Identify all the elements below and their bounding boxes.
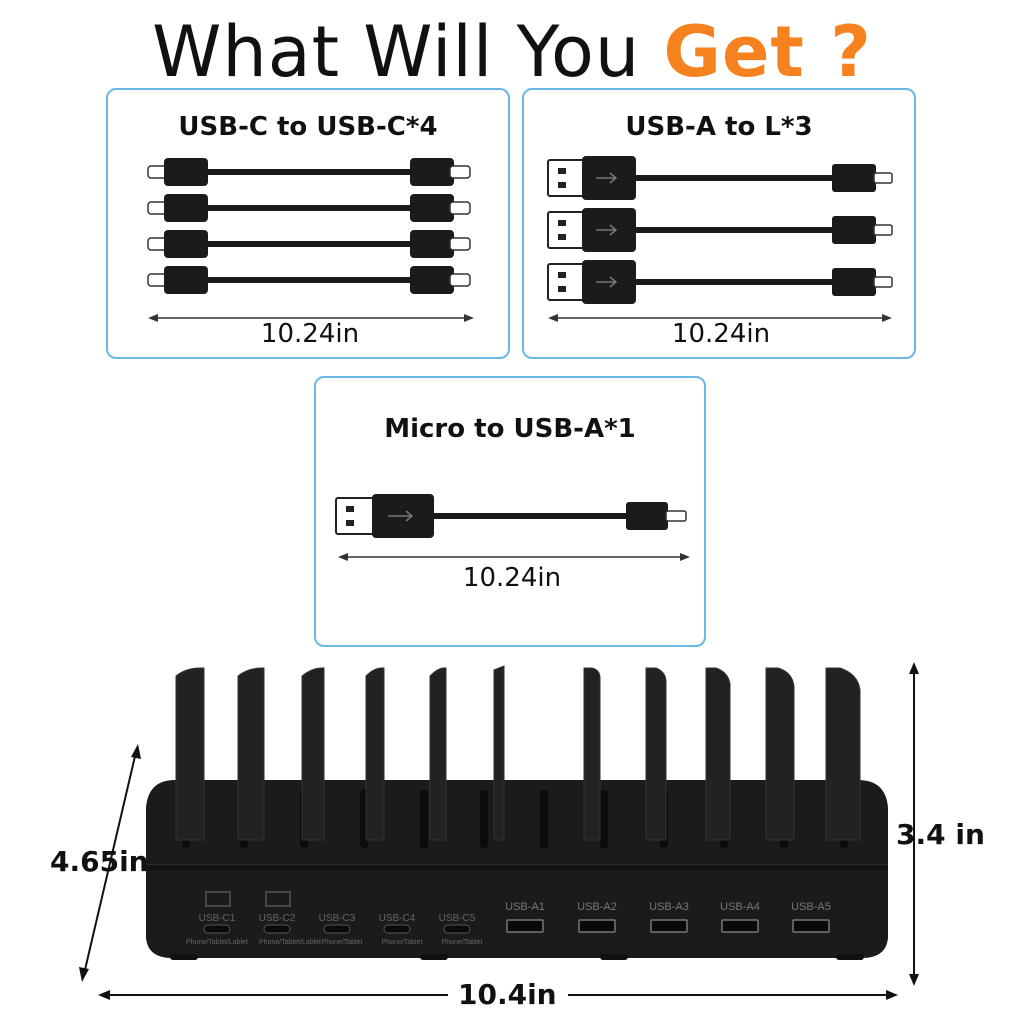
usbc-ports: USB-C1 USB-C2 USB-C3 USB-C4 USB-C5 Phone… xyxy=(186,891,483,946)
depth-label: 4.65in xyxy=(50,845,149,878)
charging-station-illustration: USB-C1 USB-C2 USB-C3 USB-C4 USB-C5 Phone… xyxy=(79,662,919,1000)
port-sublabel: Phone/Tablet xyxy=(442,939,483,946)
page-title: What Will You Get ? xyxy=(0,12,1024,92)
usba-lightning-cable xyxy=(547,208,893,252)
usbc-cable xyxy=(147,266,471,294)
card-micro-to-usba: Micro to USB-A*1 10.24in xyxy=(314,376,706,647)
cable-length: 10.24in xyxy=(671,319,771,349)
divider-plates xyxy=(175,665,861,841)
usba-lightning-cables-illustration xyxy=(547,156,893,322)
laptop-icon xyxy=(265,891,291,907)
title-accent: Get ? xyxy=(663,11,872,93)
length-arrow xyxy=(148,314,474,322)
port-sublabel: Phone/Tablet/Lablet xyxy=(259,939,321,946)
card-title: Micro to USB-A*1 xyxy=(384,414,636,444)
port-sublabel: Phone/Tablet xyxy=(322,939,363,946)
usbc-cable xyxy=(147,158,471,186)
usbc-cable xyxy=(147,230,471,258)
port-label: USB-C1 xyxy=(199,913,236,924)
dimension-arrows xyxy=(79,662,919,1000)
card-title: USB-C to USB-C*4 xyxy=(178,112,438,142)
port-label: USB-A4 xyxy=(720,901,760,913)
height-label: 3.4 in xyxy=(896,818,985,851)
port-label: USB-C5 xyxy=(439,913,476,924)
port-label: USB-A1 xyxy=(505,901,545,913)
length-arrow xyxy=(338,553,690,561)
usba-lightning-cable xyxy=(547,156,893,200)
port-label: USB-C2 xyxy=(259,913,296,924)
title-prefix: What Will You xyxy=(152,11,664,93)
cable-length: 10.24in xyxy=(260,319,360,349)
width-label: 10.4in xyxy=(458,978,557,1011)
usbc-cable xyxy=(147,194,471,222)
station-feet xyxy=(170,954,864,960)
cable-length: 10.24in xyxy=(462,563,562,593)
port-label: USB-C4 xyxy=(379,913,416,924)
laptop-icon xyxy=(205,891,231,907)
port-label: USB-A2 xyxy=(577,901,617,913)
card-title: USB-A to L*3 xyxy=(625,112,813,142)
usba-ports: USB-A1 USB-A2 USB-A3 USB-A4 USB-A5 xyxy=(505,901,831,933)
length-arrow xyxy=(548,314,892,322)
micro-usba-cable-illustration xyxy=(335,494,690,561)
usbc-cables-illustration xyxy=(147,158,474,322)
port-label: USB-A5 xyxy=(791,901,831,913)
micro-usba-cable xyxy=(335,494,687,538)
port-label: USB-A3 xyxy=(649,901,689,913)
port-label: USB-C3 xyxy=(319,913,356,924)
card-usbc-to-usbc: USB-C to USB-C*4 xyxy=(106,88,510,359)
card-usba-to-lightning: USB-A to L*3 xyxy=(522,88,916,359)
usba-lightning-cable xyxy=(547,260,893,304)
port-sublabel: Phone/Tablet/Lablet xyxy=(186,939,248,946)
port-sublabel: Phone/Tablet xyxy=(382,939,423,946)
